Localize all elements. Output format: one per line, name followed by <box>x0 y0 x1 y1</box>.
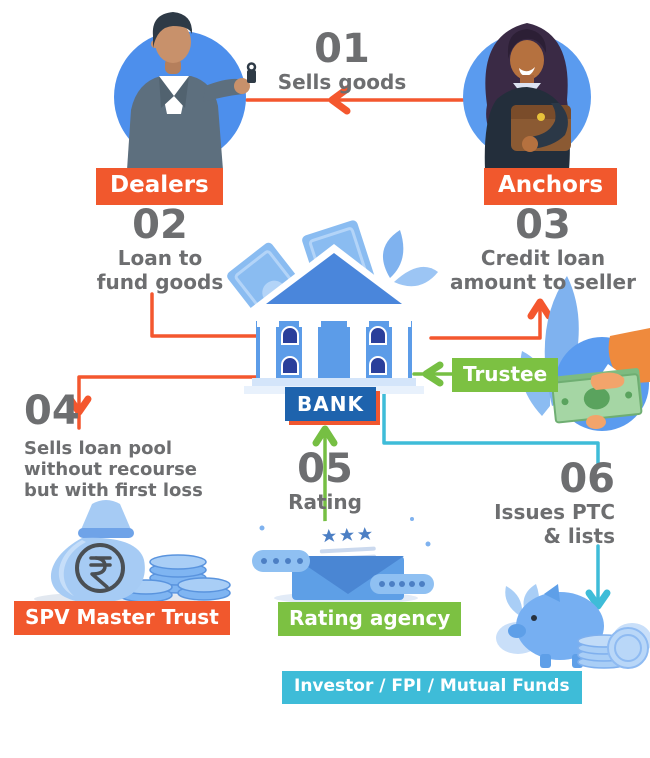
step-01-number: 01 <box>314 26 370 72</box>
dealer-illustration <box>114 12 257 170</box>
step-03-label-line2: amount to seller <box>450 270 636 295</box>
stars-icon <box>321 527 372 543</box>
arrowhead-rating <box>312 425 338 447</box>
step-03-number: 03 <box>515 202 571 248</box>
arrow-credit-loan <box>429 301 542 340</box>
step-06-number: 06 <box>559 456 615 502</box>
trustee-label: Trustee <box>452 358 559 392</box>
step-04: 04 Sells loan pool without recourse but … <box>24 390 254 502</box>
step-06-label-line2: & lists <box>543 524 615 549</box>
arrowhead-trustee <box>422 361 444 387</box>
step-02: 02 Loan to fund goods <box>85 204 235 295</box>
step-04-label-line3: but with first loss <box>24 480 203 502</box>
arrow-issues-ptc-top <box>382 387 600 469</box>
step-04-number: 04 <box>24 388 80 434</box>
chat-bubble-icon <box>252 550 310 572</box>
bank-windows <box>281 326 387 375</box>
rupee-icon <box>75 543 125 593</box>
step-06: 06 Issues PTC & lists <box>465 458 615 549</box>
bank-building-illustration <box>227 220 438 394</box>
investor-label: Investor / FPI / Mutual Funds <box>282 671 582 704</box>
bank-columns <box>257 321 411 378</box>
step-04-label-line1: Sells loan pool <box>24 438 173 459</box>
step-05: 05 Rating <box>265 448 385 514</box>
car-keys-icon <box>247 70 256 83</box>
arrow-loan-to-fund-goods <box>150 292 258 338</box>
step-02-number: 02 <box>132 202 188 248</box>
step-04-label-line2: without recourse <box>24 459 198 481</box>
piggy-bank-illustration <box>496 584 650 669</box>
step-03-label-line1: Credit loan <box>480 246 606 270</box>
step-01: 01 Sells goods <box>262 28 422 94</box>
arrowhead-sells-goods <box>328 85 351 115</box>
leaf-icon <box>382 230 404 278</box>
dealers-label: Dealers <box>96 168 223 206</box>
anchor-illustration <box>463 23 591 170</box>
step-02-label-line1: Loan to <box>117 246 203 270</box>
chat-bubble-icon <box>370 574 434 594</box>
rating-envelope-illustration <box>252 517 434 604</box>
step-05-label: Rating <box>288 490 362 514</box>
arrowhead-sells-loan-pool <box>66 395 92 416</box>
step-05-number: 05 <box>297 446 353 492</box>
hand-money-illustration <box>552 328 650 431</box>
rating-agency-label: Rating agency <box>278 602 462 636</box>
arrowhead-issues-ptc <box>585 589 611 610</box>
step-02-label-line2: fund goods <box>96 270 224 295</box>
spv-master-trust-label: SPV Master Trust <box>14 601 230 635</box>
leaf-icon <box>394 266 438 287</box>
step-01-label: Sells goods <box>277 70 407 94</box>
step-03: 03 Credit loan amount to seller <box>443 204 643 295</box>
money-bag-illustration <box>34 500 231 606</box>
anchors-label: Anchors <box>484 168 618 206</box>
arrowhead-credit-loan <box>527 298 553 320</box>
bank-label: BANK <box>285 387 376 421</box>
step-06-label-line1: Issues PTC <box>494 500 615 524</box>
